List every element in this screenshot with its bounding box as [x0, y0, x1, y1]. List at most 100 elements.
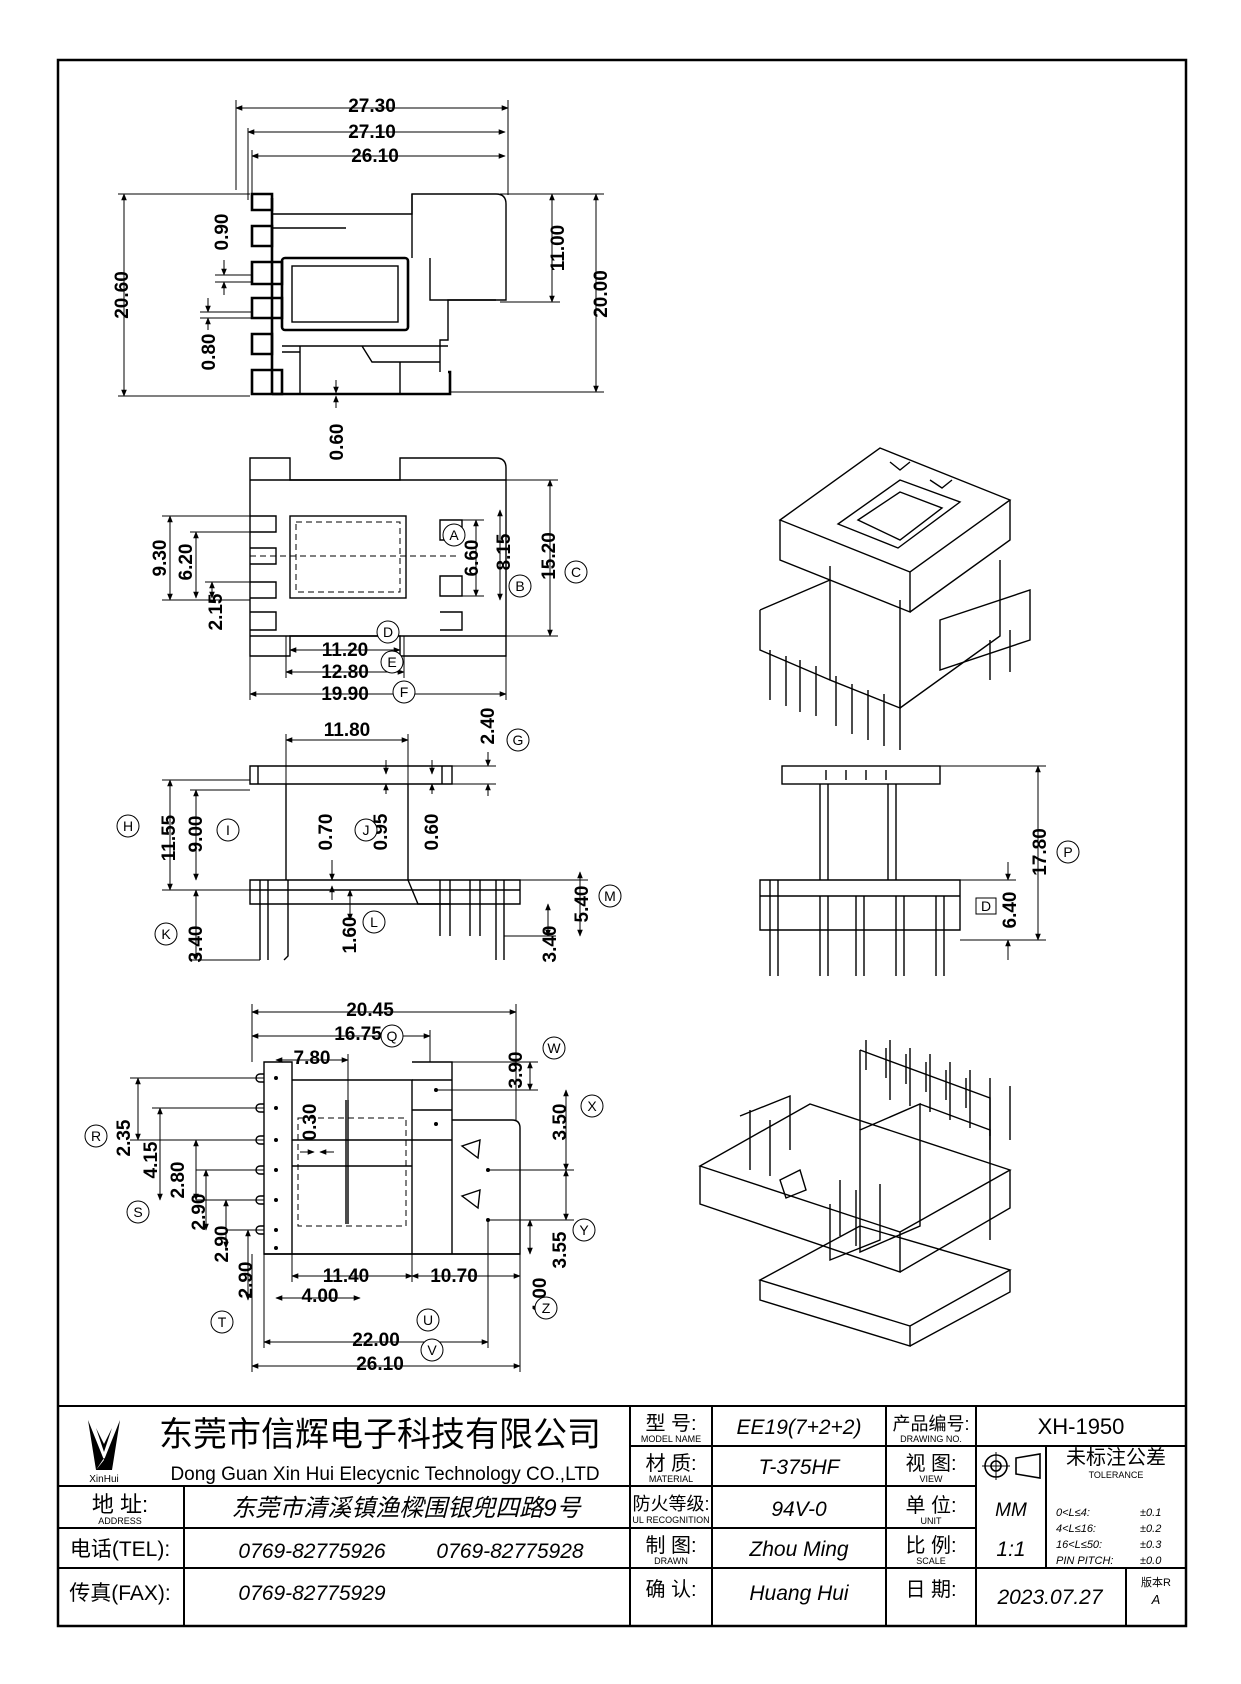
letter-k: K [161, 926, 171, 942]
letter-r: R [91, 1128, 101, 1144]
letter-i: I [226, 822, 230, 838]
unit-value: MM [995, 1500, 1027, 1521]
letter-c: C [571, 564, 581, 580]
letter-a: A [449, 527, 459, 543]
letter-v: V [427, 1342, 437, 1358]
dim-top-2: 27.10 [348, 122, 396, 143]
letter-z: Z [542, 1300, 551, 1316]
dim-bottom-9: 19.90 [321, 684, 369, 705]
ul-value: 94V-0 [771, 1498, 827, 1521]
dim-side-8: 3.40 [186, 926, 207, 963]
dim-side-7: 0.60 [422, 814, 443, 851]
side-view: 11.80 2.40 11.55 9.00 0.70 0.95 0.60 3.4… [116, 708, 622, 963]
date-value: 2023.07.27 [996, 1586, 1103, 1609]
letter-b: B [515, 578, 524, 594]
drawn-label-cn: 制 图: [645, 1534, 696, 1557]
dim-bottom-4: 6.60 [462, 540, 483, 577]
dim-top-6: 11.00 [548, 225, 569, 272]
dim-pcb-13: 10.70 [430, 1266, 478, 1287]
scale-label-en: SCALE [916, 1556, 946, 1566]
top-view: 27.30 27.10 26.10 20.60 20.00 11.00 0.90… [112, 96, 612, 460]
tolerance-label-en: TOLERANCE [1089, 1470, 1144, 1480]
letter-g: G [513, 732, 524, 748]
dim-top-8: 0.80 [199, 334, 220, 371]
dim-pcb-4: 0.30 [300, 1104, 321, 1141]
checked-value: Huang Hui [749, 1582, 850, 1605]
tol-range-3: 16<L≤50: [1056, 1539, 1102, 1551]
version-value: A [1151, 1592, 1161, 1607]
letter-l: L [370, 914, 378, 930]
dim-pcb-16: 3.90 [506, 1052, 527, 1089]
tol-value-3: ±0.3 [1140, 1539, 1162, 1551]
tol-range-1: 0<L≤4: [1056, 1507, 1090, 1519]
dim-bottom-2: 6.20 [176, 544, 197, 581]
scale-value: 1:1 [996, 1538, 1025, 1561]
letter-d: D [383, 624, 393, 640]
ul-label-en: UL RECOGNITION [632, 1515, 709, 1525]
material-value: T-375HF [759, 1456, 841, 1479]
sheet-border [56, 58, 1188, 1628]
letter-y: Y [579, 1222, 589, 1238]
tol-value-1: ±0.1 [1140, 1507, 1161, 1519]
dim-bottom-7: 11.20 [322, 640, 369, 661]
unit-label-cn: 单 位: [905, 1494, 956, 1517]
material-label-en: MATERIAL [649, 1474, 693, 1484]
letter-d-end: D [981, 898, 991, 914]
dim-pcb-17: 3.50 [550, 1104, 571, 1141]
company-name-en: Dong Guan Xin Hui Elecycnic Technology C… [170, 1464, 599, 1485]
address-label-cn: 地 址: [92, 1492, 148, 1517]
letter-h: H [123, 818, 133, 834]
dim-pcb-6: 4.15 [141, 1141, 162, 1178]
end-view: 17.80 6.40 P D [759, 765, 1080, 976]
view-label-cn: 视 图: [905, 1452, 956, 1475]
address-value: 东莞市清溪镇渔樑围银兜四路9号 [231, 1495, 582, 1522]
dim-pcb-18: 3.55 [550, 1231, 571, 1268]
address-label-en: ADDRESS [98, 1516, 142, 1526]
tol-range-2: 4<L≤16: [1056, 1523, 1096, 1535]
letter-m: M [604, 888, 616, 904]
dim-pcb-11: 4.00 [302, 1286, 339, 1307]
dim-pcb-15: 26.10 [356, 1354, 404, 1375]
drawn-label-en: DRAWN [654, 1556, 688, 1566]
letter-q: Q [387, 1028, 398, 1044]
dim-pcb-9: 2.90 [212, 1226, 233, 1263]
dim-top-5: 20.00 [591, 270, 612, 318]
tolerance-label-cn: 未标注公差 [1066, 1446, 1166, 1469]
model-label-en: MODEL NAME [641, 1434, 701, 1444]
letter-s: S [133, 1204, 142, 1220]
view-label-en: VIEW [919, 1474, 943, 1484]
tel-value-1: 0769-82775926 [238, 1540, 385, 1563]
dim-end-1: 17.80 [1030, 828, 1051, 876]
company-name-cn: 东莞市信辉电子科技有限公司 [159, 1416, 601, 1454]
letter-w: W [547, 1040, 561, 1056]
dim-pcb-7: 2.80 [168, 1162, 189, 1199]
tol-value-4: ±0.0 [1140, 1555, 1162, 1567]
fax-value: 0769-82775929 [238, 1582, 385, 1605]
model-label-cn: 型 号: [645, 1412, 696, 1435]
dim-side-2: 2.40 [478, 708, 499, 745]
drawing-no-label-en: DRAWING NO. [900, 1434, 962, 1444]
letter-j: J [363, 822, 370, 838]
company-logo: XinHui [88, 1420, 120, 1485]
tol-range-4: PIN PITCH: [1056, 1555, 1113, 1567]
version-label: 版本R [1141, 1575, 1171, 1589]
dim-side-6: 0.95 [371, 813, 392, 850]
pcb-view: 20.45 16.75 7.80 0.30 2.35 4.15 2.80 2.9… [84, 1000, 604, 1375]
isometric-view-bottom [698, 1040, 1012, 1347]
logo-text: XinHui [89, 1474, 118, 1485]
dim-pcb-1: 20.45 [346, 1000, 394, 1021]
material-label-cn: 材 质: [645, 1452, 696, 1475]
letter-p: P [1063, 844, 1072, 860]
tel-value-2: 0769-82775928 [436, 1540, 583, 1563]
dim-pcb-2: 16.75 [334, 1024, 382, 1045]
dim-side-3: 11.55 [159, 814, 180, 861]
checked-label-cn: 确 认: [645, 1578, 696, 1601]
dim-side-11: 5.40 [572, 886, 593, 923]
dim-bottom-8: 12.80 [321, 662, 369, 683]
dim-top-7: 0.90 [212, 214, 233, 251]
dim-side-4: 9.00 [186, 816, 207, 853]
dim-pcb-12: 11.40 [323, 1266, 370, 1287]
letter-u: U [423, 1312, 433, 1328]
letter-f: F [400, 684, 409, 700]
dim-pcb-5: 2.35 [114, 1119, 135, 1156]
